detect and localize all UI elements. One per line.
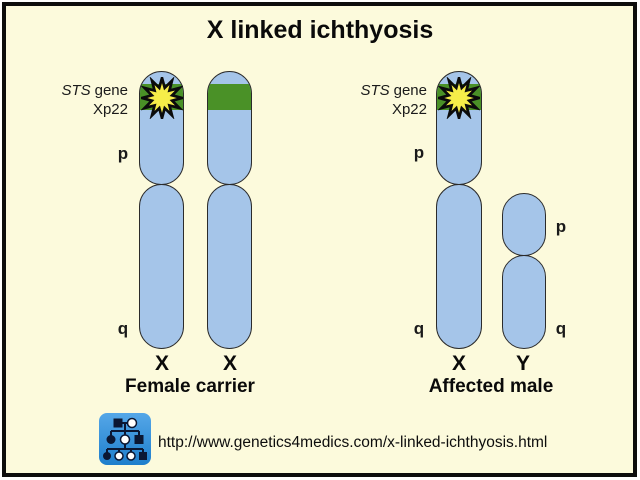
source-url: http://www.genetics4medics.com/x-linked-…: [158, 434, 548, 451]
chromosome-y-q-arm: [502, 255, 546, 349]
pedigree-logo-icon: [99, 413, 151, 465]
gene-symbol: STS: [360, 82, 390, 99]
p-arm-label-right-x: p: [413, 143, 425, 162]
gene-word: gene: [94, 82, 128, 99]
locus-label: Xp22: [92, 101, 128, 118]
chromosome-x1-label: X: [154, 352, 169, 375]
chromosome-x-q-arm-right: [436, 184, 482, 349]
mutation-star-icon: [141, 77, 183, 119]
q-arm-label-left: q: [117, 319, 129, 338]
p-arm-label-left: p: [117, 144, 129, 163]
p-arm-label-y: p: [555, 217, 567, 236]
chromosome-x-label-right: X: [451, 352, 466, 375]
chromosome-x2-p-arm: [207, 71, 252, 185]
q-arm-label-y: q: [555, 319, 567, 338]
locus-label: Xp22: [391, 101, 427, 118]
left-panel-caption: Female carrier: [125, 376, 255, 397]
diagram-title: X linked ichthyosis: [206, 16, 434, 44]
gene-word: gene: [393, 82, 427, 99]
right-panel-caption: Affected male: [428, 376, 554, 397]
chromosome-y-p-arm: [502, 193, 546, 256]
mutation-star-icon: [438, 77, 480, 119]
chromosome-x2-q-arm: [207, 184, 252, 349]
chromosome-x2-label: X: [222, 352, 237, 375]
chromosome-y-label: Y: [515, 352, 530, 375]
chromosome-x1-q-arm: [139, 184, 184, 349]
gene-symbol: STS: [61, 82, 91, 99]
sts-band-x2: [208, 84, 251, 110]
q-arm-label-right-x: q: [413, 319, 425, 338]
